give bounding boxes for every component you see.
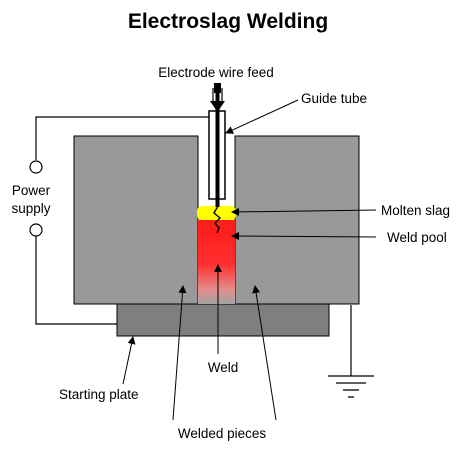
guide-tube-leader <box>225 99 299 134</box>
weld-pool <box>198 220 235 234</box>
starting-plate <box>116 303 330 337</box>
label-weld: Weld <box>208 360 239 375</box>
welded-pieces-leader-right <box>252 285 277 421</box>
welded-piece-left <box>73 135 199 305</box>
upper-supply-wire <box>35 116 209 160</box>
leader-lines <box>122 99 377 421</box>
welded-piece-right <box>234 135 360 305</box>
lower-supply-wire <box>35 236 117 325</box>
power-terminal-bottom <box>29 223 43 237</box>
welded-pieces-leader-left <box>172 285 187 421</box>
ground-icon <box>328 375 374 398</box>
power-terminal-top <box>29 160 43 174</box>
label-welded-pieces: Welded pieces <box>178 426 267 441</box>
label-weld-pool: Weld pool <box>387 230 447 245</box>
label-electrode-wire-feed: Electrode wire feed <box>158 65 274 80</box>
label-power-supply-line2: supply <box>11 201 50 216</box>
weld <box>198 232 235 304</box>
label-guide-tube: Guide tube <box>301 91 367 106</box>
label-starting-plate: Starting plate <box>59 387 139 402</box>
starting-plate-leader <box>122 336 136 385</box>
label-molten-slag: Molten slag <box>381 203 450 218</box>
wire-feed-arrow-icon <box>210 88 225 112</box>
label-power-supply-line1: Power <box>12 183 51 198</box>
weld-pool-leader <box>231 232 377 241</box>
power-circuit <box>35 116 352 376</box>
diagram-title: Electroslag Welding <box>128 10 328 33</box>
molten-slag-leader <box>231 207 377 216</box>
electrode-wire <box>213 83 222 234</box>
molten-slag <box>197 206 236 220</box>
